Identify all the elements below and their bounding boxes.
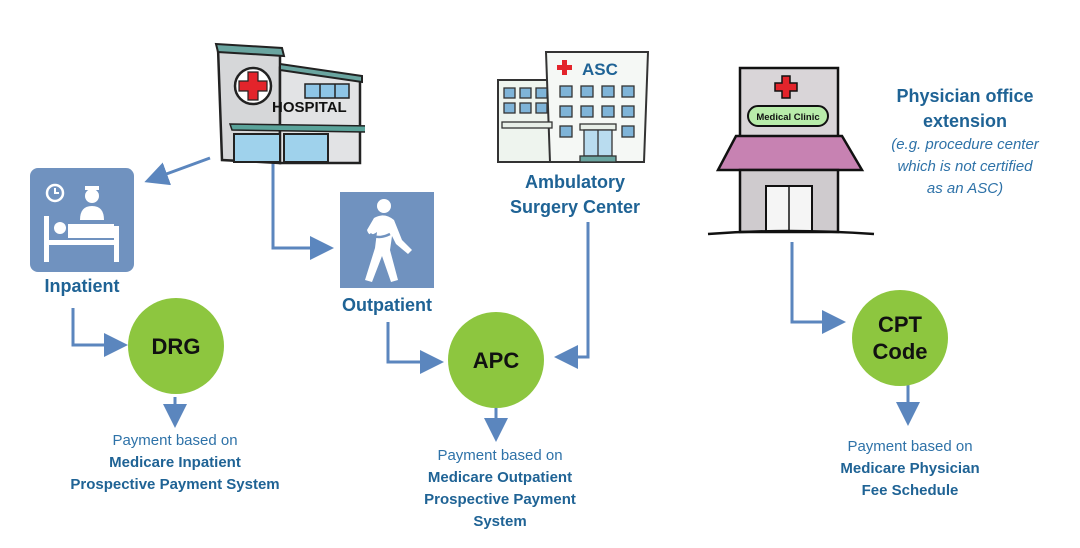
asc-label-line1: Ambulatory xyxy=(524,172,625,192)
inpatient-payment-system-line2: Prospective Payment System xyxy=(70,476,280,493)
hospital-building-icon: HOSPITAL xyxy=(214,42,365,165)
medical-clinic-icon: Medical Clinic xyxy=(707,66,875,236)
drg-code-circle: DRG xyxy=(128,298,224,394)
inpatient-icon-box xyxy=(30,168,134,272)
asc-sign-text: ASC xyxy=(582,60,618,79)
apc-payment-system-line1: Medicare Outpatient xyxy=(427,469,573,486)
arrow-outpatient-to-apc xyxy=(386,322,444,374)
arrow-asc-to-apc xyxy=(554,222,590,369)
apc-code-circle: APC xyxy=(448,312,544,408)
cpt-code-label-line2: Code xyxy=(872,339,928,364)
drg-code-label: DRG xyxy=(151,333,201,359)
inpatient-payment-prefix: Payment based on xyxy=(112,432,238,449)
cpt-code-label-line1: CPT xyxy=(878,312,922,337)
inpatient-payment-system-line1: Medicare Inpatient xyxy=(109,454,241,471)
hospital-sign-text: HOSPITAL xyxy=(272,99,347,116)
arrow-clinic-to-cpt xyxy=(790,242,846,334)
outpatient-icon-box xyxy=(340,192,434,288)
asc-label-line2: Surgery Center xyxy=(509,197,641,217)
physician-office-title-line2: extension xyxy=(922,111,1008,131)
arrow-hospital-to-inpatient xyxy=(144,156,211,186)
patient-bed-icon xyxy=(44,183,119,262)
physician-office-subtitle-line2: which is not certified xyxy=(897,158,1033,175)
inpatient-label: Inpatient xyxy=(44,276,120,296)
inpatient-payment-text: Payment based on Medicare Inpatient Pros… xyxy=(60,430,290,496)
apc-payment-system-line2: Prospective Payment xyxy=(424,491,576,508)
apc-payment-text: Payment based on Medicare Outpatient Pro… xyxy=(390,445,610,533)
apc-payment-system-line3: System xyxy=(473,513,527,530)
physician-office-subtitle-line3: as an ASC) xyxy=(926,180,1004,197)
physician-office-subtitle-line1: (e.g. procedure center xyxy=(891,136,1039,153)
cpt-payment-prefix: Payment based on xyxy=(847,438,973,455)
apc-code-label: APC xyxy=(472,347,520,373)
cpt-payment-system-line2: Fee Schedule xyxy=(861,482,959,499)
outpatient-label: Outpatient xyxy=(342,295,432,315)
arrow-hospital-to-outpatient xyxy=(271,160,334,260)
walking-patient-sling-icon xyxy=(365,199,412,282)
apc-payment-prefix: Payment based on xyxy=(437,447,563,464)
physician-office-title-line1: Physician office xyxy=(896,86,1034,106)
physician-office-note: Physician office extension (e.g. procedu… xyxy=(870,84,1060,200)
cpt-code-circle: CPT Code xyxy=(852,290,948,386)
arrow-inpatient-to-drg xyxy=(71,308,128,357)
clinic-sign-text: Medical Clinic xyxy=(756,112,819,123)
asc-label: Ambulatory Surgery Center xyxy=(490,170,660,220)
cpt-payment-text: Payment based on Medicare Physician Fee … xyxy=(800,436,1020,502)
cpt-payment-system-line1: Medicare Physician xyxy=(840,460,980,477)
asc-building-icon: ASC xyxy=(497,51,650,163)
